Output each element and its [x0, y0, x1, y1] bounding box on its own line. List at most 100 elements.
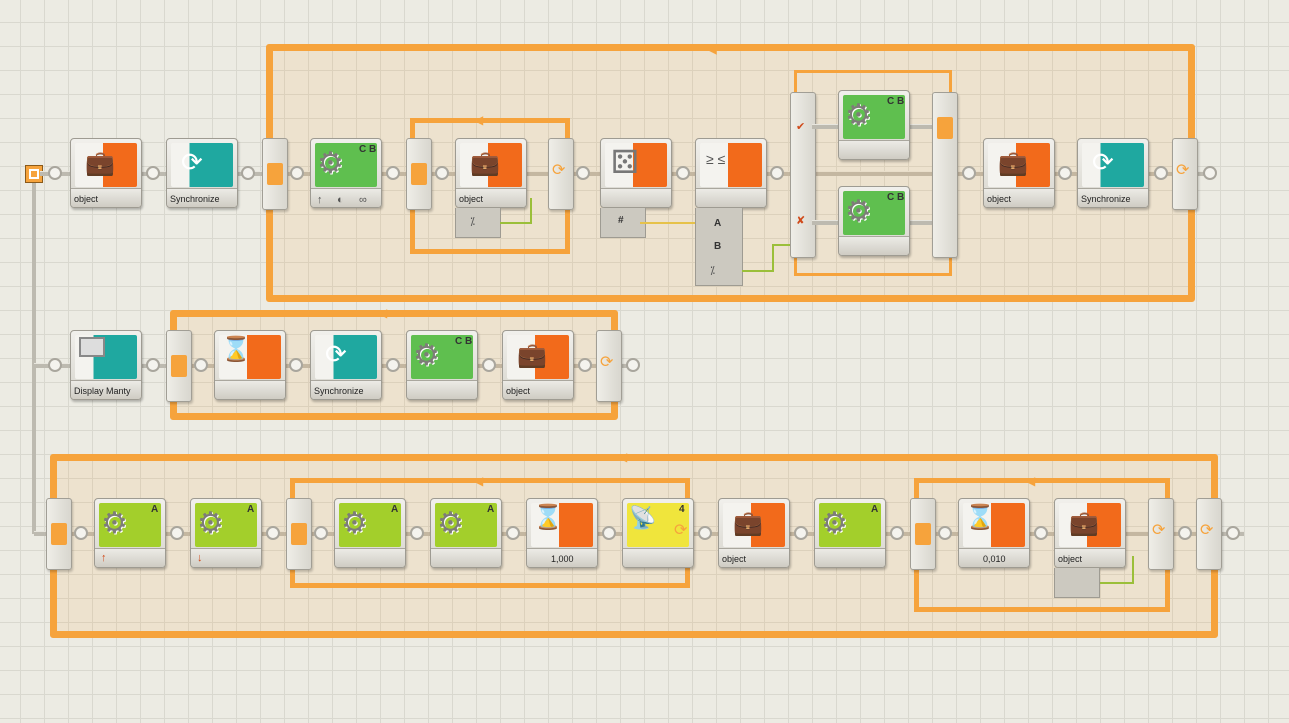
motor-port: A: [871, 504, 879, 515]
connector-knob: [1154, 166, 1168, 180]
motor-port: A: [247, 504, 255, 515]
briefcase-icon: 💼: [470, 150, 500, 177]
connector-knob: [289, 358, 303, 372]
block-label: object: [1058, 554, 1083, 564]
sensor-port: 4: [679, 504, 685, 515]
variable-block-object[interactable]: 💼 object: [718, 498, 790, 568]
inner-loop-end[interactable]: [548, 138, 574, 210]
loop-start-row2[interactable]: [166, 330, 192, 402]
briefcase-icon: 💼: [998, 150, 1028, 177]
connector-knob: [578, 358, 592, 372]
connector-knob: [386, 166, 400, 180]
connector-knob: [170, 526, 184, 540]
inner-loop-start[interactable]: [406, 138, 432, 210]
motor-block-bottom[interactable]: ⚙ C B: [838, 186, 910, 256]
dice-icon: ⚄: [611, 144, 639, 180]
transmitter-icon: ⌛: [221, 336, 251, 363]
logic-icon: ⁒: [710, 265, 715, 277]
block-label: Synchronize: [314, 386, 364, 396]
hourglass-icon: ⌛: [965, 504, 995, 531]
motor-port: A: [391, 504, 399, 515]
gear-icon: ⚙: [101, 507, 128, 540]
connector-knob: [938, 526, 952, 540]
variable-block-object[interactable]: 💼 object: [1054, 498, 1126, 568]
connector-knob: [1203, 166, 1217, 180]
display-block[interactable]: Display Manty: [70, 330, 142, 400]
variable-block-object[interactable]: 💼 object: [502, 330, 574, 400]
switch-start[interactable]: [790, 92, 816, 258]
connector-knob: [962, 166, 976, 180]
sync-icon: ⟳: [181, 147, 203, 177]
random-block[interactable]: ⚄: [600, 138, 672, 208]
connector-knob: [576, 166, 590, 180]
loop-end-row1[interactable]: [1172, 138, 1198, 210]
loop-start-row1[interactable]: [262, 138, 288, 210]
data-hub: [1054, 568, 1100, 598]
connector-knob: [770, 166, 784, 180]
connector-knob: [676, 166, 690, 180]
loop-end-icon: ⟳: [552, 162, 566, 179]
sound-sensor-icon: 📡: [629, 505, 657, 530]
check-icon: ✔: [796, 121, 806, 133]
gear-icon: ⚙: [341, 507, 368, 540]
variable-block-object[interactable]: 💼 object: [983, 138, 1055, 208]
connector-knob: [1178, 526, 1192, 540]
wait-block-1[interactable]: ⌛ 1,000: [526, 498, 598, 568]
variable-block-object[interactable]: 💼 object: [70, 138, 142, 208]
motor-ports: C B: [455, 336, 473, 347]
gear-icon: ⚙: [413, 339, 440, 372]
connector-knob: [386, 358, 400, 372]
loop-end-row3[interactable]: [1196, 498, 1222, 570]
motor-block-top[interactable]: ⚙ C B: [838, 90, 910, 160]
connector-knob: [698, 526, 712, 540]
inner-loop-start[interactable]: [286, 498, 312, 570]
loop-end-icon: ⟳: [1176, 162, 1190, 179]
variable-block-object[interactable]: 💼 object: [455, 138, 527, 208]
motor-block-a2[interactable]: ⚙ A ↓: [190, 498, 262, 568]
connector-knob: [314, 526, 328, 540]
connector-knob: [194, 358, 208, 372]
switch-end[interactable]: [932, 92, 958, 258]
loop-end-icon: ⟳: [674, 522, 688, 539]
connector-knob: [410, 526, 424, 540]
motor-block-a5[interactable]: ⚙ A: [814, 498, 886, 568]
up-arrow-icon: ↑: [101, 552, 107, 564]
wait-block-2[interactable]: ⌛ 0,010: [958, 498, 1030, 568]
power-icon: ◐: [337, 194, 344, 206]
motor-block-a3[interactable]: ⚙ A: [334, 498, 406, 568]
connector-knob: [482, 358, 496, 372]
send-block[interactable]: ⌛: [214, 330, 286, 400]
loop-end-icon: ⟳: [600, 354, 614, 371]
connector-knob: [146, 358, 160, 372]
connector-knob: [290, 166, 304, 180]
compare-input-a: A: [714, 218, 722, 229]
sync-icon: ⟳: [1092, 147, 1114, 177]
synchronize-block[interactable]: ⟳ Synchronize: [1077, 138, 1149, 208]
data-hub: [455, 208, 501, 238]
motor-block-cb[interactable]: ⚙ C B: [406, 330, 478, 400]
briefcase-icon: 💼: [733, 510, 763, 537]
inner-loop-start[interactable]: [910, 498, 936, 570]
inner-loop-end[interactable]: [1148, 498, 1174, 570]
compare-input-b: B: [714, 241, 722, 252]
connector-knob: [48, 358, 62, 372]
motor-block-cb[interactable]: ⚙ C B ↑ ◐ ∞: [310, 138, 382, 208]
inner-loop-row3b[interactable]: [914, 478, 1170, 612]
motor-ports: C B: [359, 144, 377, 155]
loop-start-row3[interactable]: [46, 498, 72, 570]
compare-block[interactable]: ≥ ≤: [695, 138, 767, 208]
synchronize-block[interactable]: ⟳ Synchronize: [166, 138, 238, 208]
wait-value: 0,010: [983, 554, 1006, 564]
synchronize-block[interactable]: ⟳ Synchronize: [310, 330, 382, 400]
motor-ports: C B: [887, 96, 905, 107]
block-label: object: [987, 194, 1012, 204]
loop-end-row2[interactable]: [596, 330, 622, 402]
briefcase-icon: 💼: [85, 150, 115, 177]
connector-knob: [1226, 526, 1240, 540]
motor-block-a4[interactable]: ⚙ A: [430, 498, 502, 568]
sensor-block[interactable]: 📡 4: [622, 498, 694, 568]
display-icon: [79, 337, 105, 357]
motor-block-a1[interactable]: ⚙ A ↑: [94, 498, 166, 568]
briefcase-icon: 💼: [517, 342, 547, 369]
block-label: object: [506, 386, 531, 396]
